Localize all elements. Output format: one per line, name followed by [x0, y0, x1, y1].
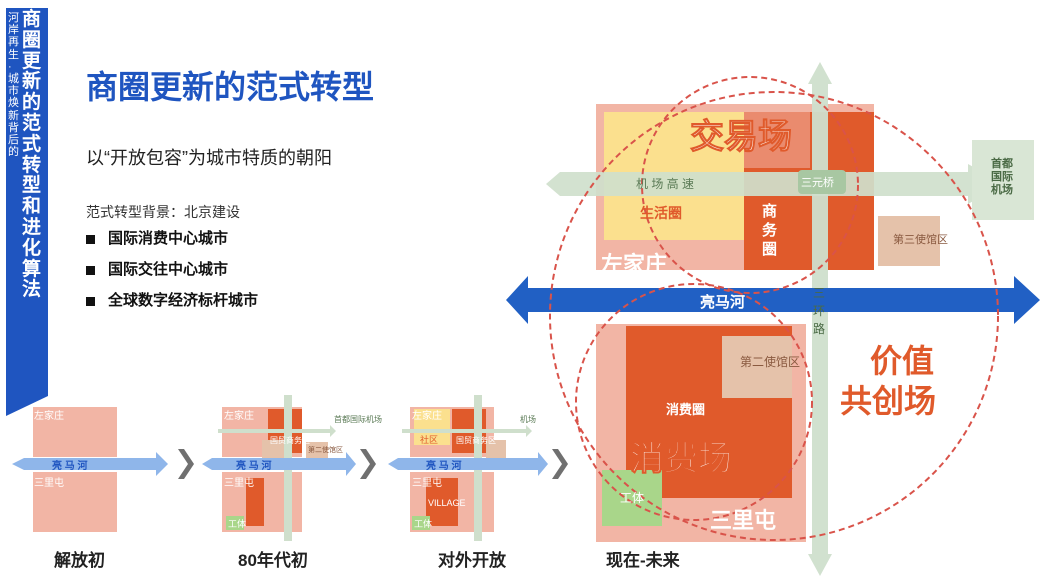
map-label: 亮 马 河 — [236, 459, 272, 472]
label-second-embassy: 第二使馆区 — [740, 354, 800, 369]
bullet-item: 国际消费中心城市 — [86, 229, 258, 260]
map-label: 左家庄 — [224, 409, 254, 422]
road-label-airport-expressway: 机 场 高 速 — [636, 176, 694, 191]
square-bullet-icon — [86, 235, 95, 244]
label-consumption-circle: 消费圈 — [666, 402, 705, 417]
sidebar-title: 商圈更新的范式转型和进化算法 — [22, 9, 42, 301]
square-bullet-icon — [86, 266, 95, 275]
label-third-ring-road: 三环路 — [813, 286, 826, 336]
stage-3-map: 左家庄 社区 国贸商务区 机场 亮 马 河 三里屯 VILLAGE 工体 — [388, 395, 548, 541]
map-label: 三里屯 — [224, 476, 254, 489]
bullet-item: 全球数字经济标杆城市 — [86, 291, 258, 322]
map-label: 首都国际机场 — [334, 414, 382, 424]
map-label: 社区 — [420, 434, 438, 445]
map-label: 三里屯 — [34, 476, 64, 489]
map-label: VILLAGE — [428, 498, 466, 508]
stage-label-4: 现在-未来 — [606, 551, 680, 570]
background-label: 范式转型背景：北京建设 — [86, 204, 240, 220]
map-label: 亮 马 河 — [52, 459, 88, 472]
stage-label-1: 解放初 — [54, 551, 105, 570]
chevron-right-icon — [360, 449, 376, 479]
map-label: 工体 — [228, 518, 246, 529]
label-third-embassy: 第三使馆区 — [893, 232, 948, 246]
sidebar-banner — [6, 8, 48, 416]
map-label: 三里屯 — [412, 476, 442, 489]
label-liangmahe: 亮马河 — [700, 293, 745, 311]
stage-1-map: 左家庄 亮 马 河 三里屯 — [12, 407, 168, 532]
main-map — [506, 62, 1040, 576]
map-label: 国贸商务区 — [456, 435, 496, 445]
sidebar-subtitle: 河岸再生·城市焕新背后的 — [8, 12, 19, 159]
label-gongti: 工体 — [620, 491, 644, 505]
page-subtitle: 以“开放包容”为城市特质的朝阳 — [86, 148, 332, 168]
map-label: 工体 — [414, 518, 432, 529]
square-bullet-icon — [86, 297, 95, 306]
label-capital-airport: 首都国际机场 — [991, 158, 1013, 196]
map-label: 左家庄 — [412, 409, 442, 422]
label-sanyuanqiao: 三元桥 — [801, 176, 834, 189]
map-label: 第二使馆区 — [308, 445, 343, 454]
label-value-field-line2: 共创场 — [840, 383, 936, 419]
stage-label-2: 80年代初 — [238, 551, 308, 570]
page-title: 商圈更新的范式转型 — [86, 69, 375, 105]
map-label: 左家庄 — [34, 409, 64, 422]
label-living-circle: 生活圈 — [640, 205, 682, 221]
map-label: 国贸商务区 — [270, 435, 310, 445]
label-trade-field: 交易场 — [690, 117, 792, 156]
label-sanlitun: 三里屯 — [710, 508, 776, 533]
label-business-circle: 商务圈 — [762, 203, 778, 258]
label-value-field-line1: 价值 — [870, 343, 934, 379]
label-zuojiazhuang: 左家庄 — [601, 252, 667, 277]
bullet-item: 国际交往中心城市 — [86, 260, 258, 291]
chevron-right-icon — [552, 449, 568, 479]
map-label: 机场 — [520, 414, 536, 424]
bullet-list: 国际消费中心城市 国际交往中心城市 全球数字经济标杆城市 — [86, 229, 258, 322]
map-label: 亮 马 河 — [426, 459, 462, 472]
stage-2-map: 左家庄 国贸商务区 首都国际机场 亮 马 河 三里屯 第二使馆区 工体 — [202, 395, 382, 541]
stage-label-3: 对外开放 — [438, 551, 506, 570]
chevron-right-icon — [178, 449, 194, 479]
label-consumption-field: 消费场 — [630, 440, 732, 478]
